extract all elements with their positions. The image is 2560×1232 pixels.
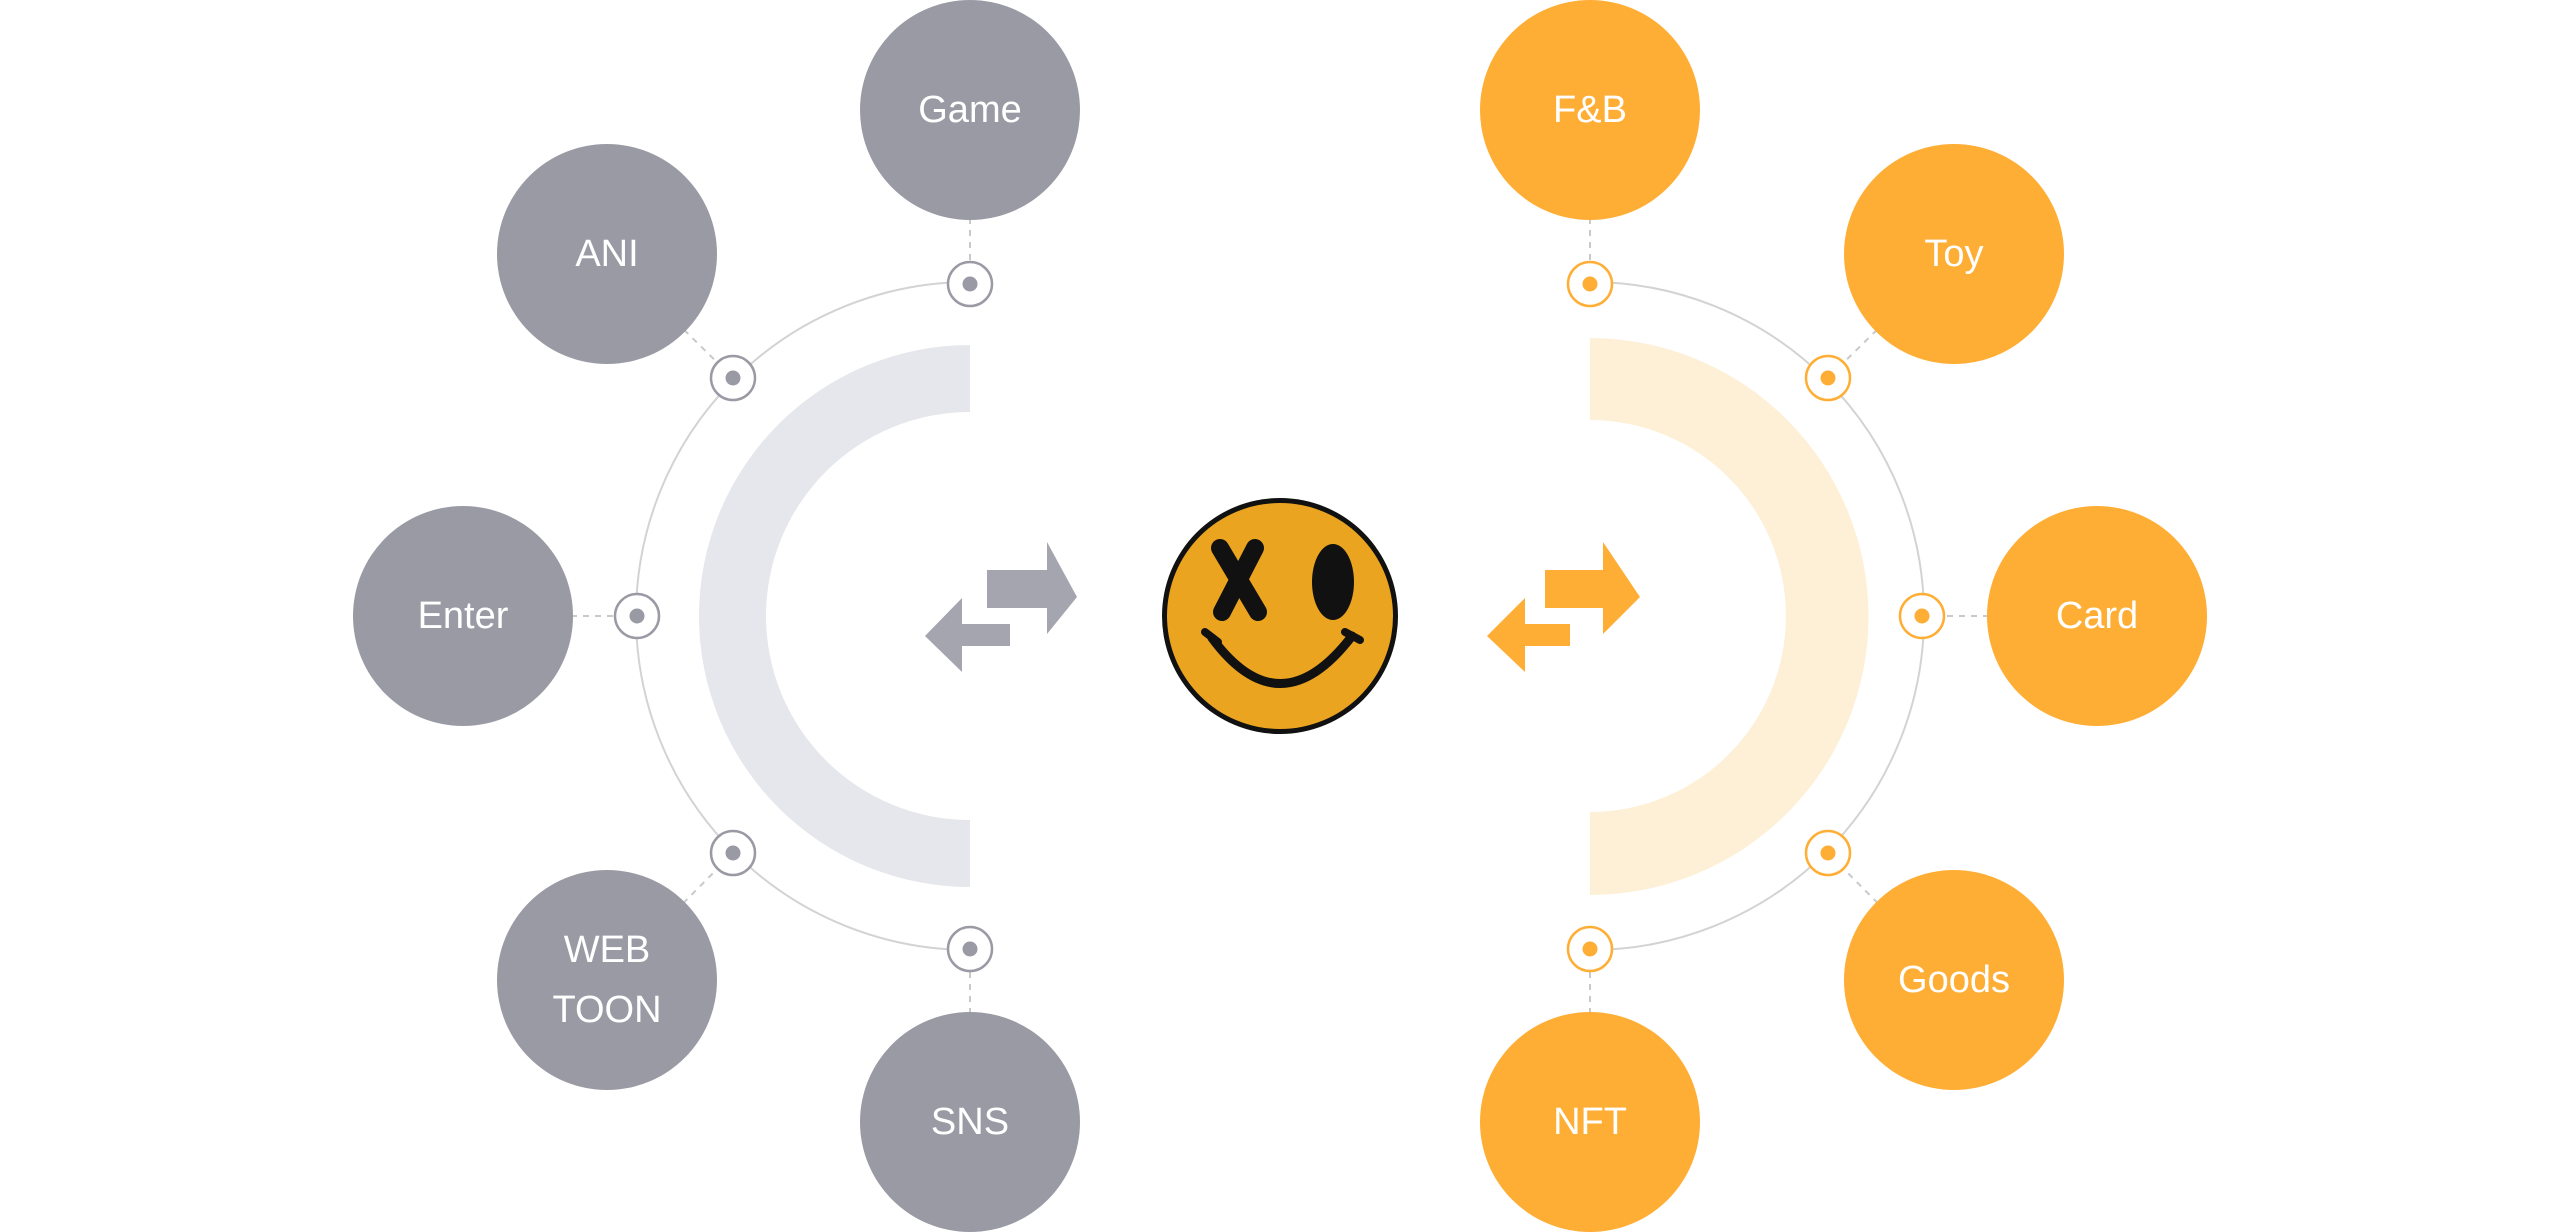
node-nft: NFT bbox=[1480, 1012, 1700, 1232]
left-ring-dot-sns bbox=[946, 925, 994, 973]
right-ring-dot-toy bbox=[1804, 354, 1852, 402]
left-ring-dot-game bbox=[946, 260, 994, 308]
node-label-goods: Goods bbox=[1898, 959, 2010, 1001]
node-fnb: F&B bbox=[1480, 0, 1700, 220]
node-card: Card bbox=[1987, 506, 2207, 726]
right-ring-dot-goods bbox=[1804, 829, 1852, 877]
right-exchange-arrows-icon bbox=[1487, 542, 1640, 672]
node-sns: SNS bbox=[860, 1012, 1080, 1232]
left-ring-dot-webtoon bbox=[709, 829, 757, 877]
node-label-ani: ANI bbox=[575, 233, 638, 275]
node-webtoon: WEB TOON bbox=[497, 870, 717, 1090]
node-label-nft: NFT bbox=[1553, 1101, 1627, 1143]
node-ani: ANI bbox=[497, 144, 717, 364]
node-label-enter: Enter bbox=[418, 595, 509, 637]
left-ring-dot-ani bbox=[709, 354, 757, 402]
right-ring-dot-card bbox=[1898, 592, 1946, 640]
node-game: Game bbox=[860, 0, 1080, 220]
node-toy: Toy bbox=[1844, 144, 2064, 364]
node-goods: Goods bbox=[1844, 870, 2064, 1090]
node-label-webtoon-1: TOON bbox=[552, 989, 661, 1031]
node-label-game: Game bbox=[918, 89, 1021, 131]
smiley-xo-logo-icon bbox=[1162, 498, 1398, 734]
node-label-webtoon-0: WEB bbox=[564, 929, 651, 971]
left-ring-dot-enter bbox=[613, 592, 661, 640]
right-ring-dot-nft bbox=[1566, 925, 1614, 973]
node-label-sns: SNS bbox=[931, 1101, 1009, 1143]
node-enter: Enter bbox=[353, 506, 573, 726]
node-label-card: Card bbox=[2056, 595, 2138, 637]
right-thick-arc bbox=[1590, 338, 1869, 895]
right-ring-dot-fnb bbox=[1566, 260, 1614, 308]
node-label-toy: Toy bbox=[1924, 233, 1983, 275]
node-label-fnb: F&B bbox=[1553, 89, 1627, 131]
ring-connector-dots bbox=[613, 260, 1946, 973]
left-thick-arc bbox=[699, 345, 970, 887]
left-exchange-arrows-icon bbox=[925, 542, 1077, 672]
